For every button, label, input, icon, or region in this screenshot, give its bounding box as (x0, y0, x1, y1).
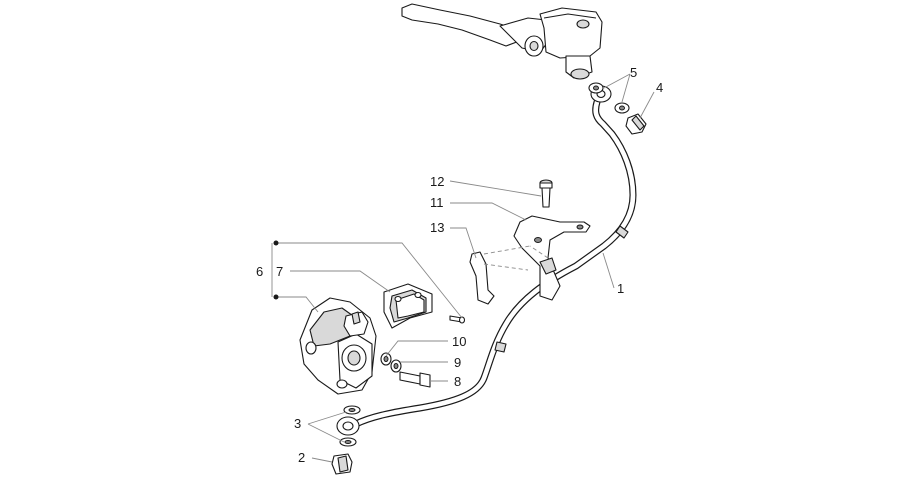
callout-11: 11 (430, 195, 444, 210)
brake-hose (336, 85, 637, 436)
banjo-bolt-lower (331, 453, 353, 475)
callout-labels: 1 2 3 4 5 6 7 8 9 10 11 12 13 (256, 65, 663, 465)
bolt-8 (399, 371, 431, 388)
bolt-12 (539, 179, 553, 208)
washers-10-9 (380, 352, 402, 373)
brake-pads-7 (383, 283, 433, 329)
washers-lower (339, 405, 361, 447)
callout-5: 5 (630, 65, 637, 80)
callout-3: 3 (294, 416, 301, 431)
callout-1: 1 (617, 281, 624, 296)
brake-lever-master-cylinder (401, 3, 603, 80)
callout-6: 6 (256, 264, 263, 279)
callout-8: 8 (454, 374, 461, 389)
banjo-bolt-upper (625, 113, 647, 135)
bracket-dots (273, 240, 279, 300)
callout-10: 10 (452, 334, 466, 349)
brake-caliper (299, 297, 377, 395)
leader-lines (271, 73, 655, 463)
callout-9: 9 (454, 355, 461, 370)
clip-13 (469, 245, 549, 305)
callout-7: 7 (276, 264, 283, 279)
washers-upper (588, 82, 630, 114)
callout-13: 13 (430, 220, 444, 235)
callout-2: 2 (298, 450, 305, 465)
callout-12: 12 (430, 174, 444, 189)
pad-pin (449, 315, 466, 324)
hose-bracket-11 (513, 215, 591, 301)
callout-4: 4 (656, 80, 663, 95)
